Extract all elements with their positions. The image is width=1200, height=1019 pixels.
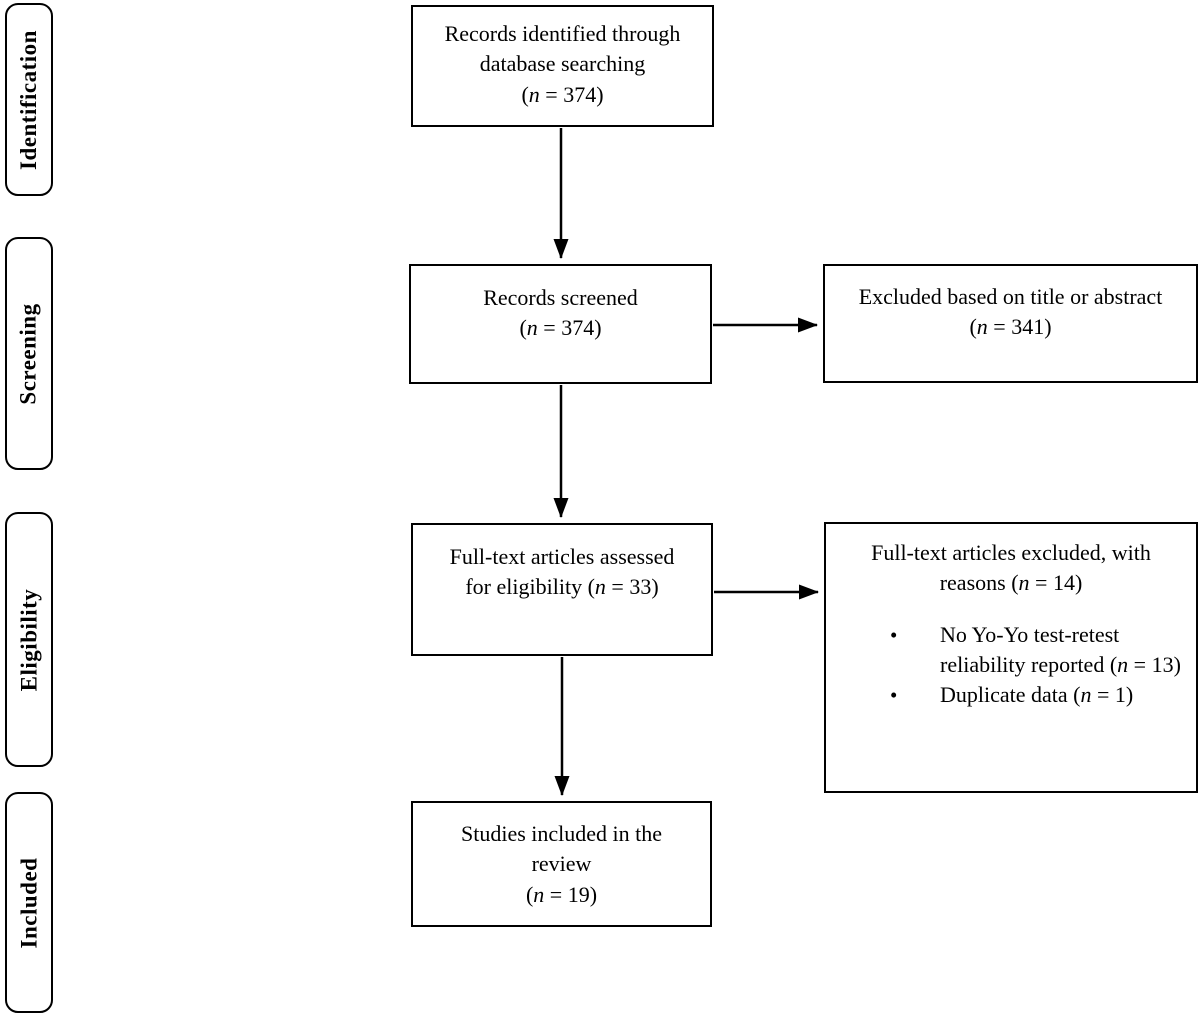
stage-label-text: Eligibility (16, 588, 42, 691)
bullet-icon: • (890, 622, 898, 647)
n-value: 374 (561, 315, 595, 341)
stage-label-text: Identification (16, 29, 42, 170)
box-records-screened: Records screened (n = 374) (409, 264, 712, 384)
stage-label-text: Included (16, 857, 41, 948)
n-symbol: n (594, 574, 606, 600)
reason-text: No Yo-Yo test-retest reliability reporte… (940, 621, 1120, 678)
n-count: (n = 13) (1109, 652, 1181, 678)
reason-text: Duplicate data (940, 682, 1074, 708)
box-fulltext-assessed: Full-text articles assessed for eligibil… (411, 523, 713, 656)
box-text: Excluded based on title or abstract (858, 284, 1163, 309)
n-value: 341 (1011, 314, 1045, 340)
n-value: 1 (1114, 682, 1126, 708)
n-count: (n = 374) (521, 81, 604, 107)
n-count: (n = 1) (1073, 682, 1134, 708)
n-count: (n = 374) (519, 315, 602, 341)
list-item: • Duplicate data (n = 1) (890, 680, 1186, 710)
n-symbol: n (1080, 682, 1092, 708)
n-value: 19 (567, 881, 590, 907)
box-fulltext-excluded: Full-text articles excluded, with reason… (824, 522, 1198, 793)
n-symbol: n (533, 881, 545, 907)
exclusion-reasons-list: • No Yo-Yo test-retest reliability report… (826, 620, 1196, 711)
stage-label-identification: Identification (5, 3, 53, 196)
n-count: (n = 341) (969, 314, 1052, 340)
n-value: 374 (563, 81, 597, 107)
n-count: (n = 19) (525, 881, 598, 907)
n-count: (n = 33) (587, 574, 659, 600)
box-excluded-title-abstract: Excluded based on title or abstract (n =… (823, 264, 1198, 383)
box-studies-included: Studies included in the review (n = 19) (411, 801, 712, 927)
box-text: Studies included in the review (460, 821, 663, 877)
n-value: 13 (1151, 652, 1174, 678)
n-symbol: n (976, 314, 988, 340)
stage-label-eligibility: Eligibility (5, 512, 53, 767)
n-value: 14 (1052, 570, 1075, 596)
box-records-identified: Records identified through database sear… (411, 5, 714, 127)
box-text: Records screened (483, 285, 638, 310)
n-value: 33 (629, 574, 652, 600)
box-heading: Full-text articles excluded, with reason… (871, 540, 1151, 596)
n-count: (n = 14) (1011, 570, 1083, 596)
box-text: Full-text articles assessed for eligibil… (449, 544, 675, 600)
stage-label-text: Screening (16, 302, 41, 405)
n-symbol: n (1117, 652, 1129, 678)
n-symbol: n (1018, 570, 1030, 596)
bullet-icon: • (890, 683, 898, 708)
list-item: • No Yo-Yo test-retest reliability report… (890, 620, 1186, 681)
stage-label-screening: Screening (5, 237, 53, 470)
n-symbol: n (526, 315, 538, 341)
n-symbol: n (528, 81, 540, 107)
box-text: Records identified through database sear… (444, 21, 681, 77)
stage-label-included: Included (5, 792, 53, 1013)
